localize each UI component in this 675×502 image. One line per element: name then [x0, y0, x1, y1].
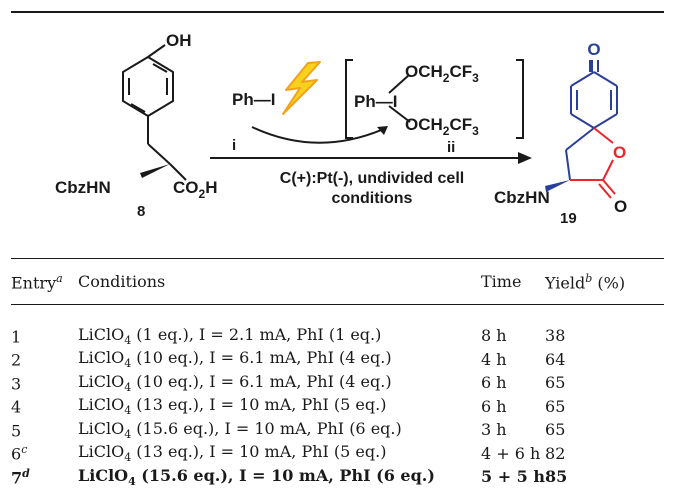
compound-number-19: 19 — [560, 210, 577, 227]
table-row: 3 LiClO4 (10 eq.), I = 6.1 mA, PhI (4 eq.… — [11, 371, 645, 395]
conditions-cell: LiClO4 (10 eq.), I = 6.1 mA, PhI (4 eq.) — [78, 348, 392, 371]
yield-cell: 85 — [545, 467, 568, 487]
header-top-rule — [11, 258, 664, 259]
time-cell: 6 h — [481, 373, 507, 393]
entry-cell: 6c — [11, 443, 28, 464]
entry-cell: 2 — [11, 350, 22, 370]
entry-cell: 5 — [11, 420, 22, 440]
yield-cell: 38 — [545, 326, 566, 346]
tyrosine-structure — [122, 44, 187, 181]
time-cell: 5 + 5 h — [481, 467, 546, 487]
lactone-ring — [570, 127, 616, 199]
conditions-cell: LiClO4 (13 eq.), I = 10 mA, PhI (5 eq.) — [78, 442, 387, 465]
product-cbzhn-label: CbzHN — [494, 188, 550, 207]
reaction-scheme: OH CbzHN CO2H 8 Ph—I i Ph—I OCH2CF3 OCH2… — [55, 31, 627, 227]
cbzhn-label: CbzHN — [55, 178, 111, 197]
header-entry: Entrya — [11, 272, 63, 293]
table-row: 4 LiClO4 (13 eq.), I = 10 mA, PhI (5 eq.)… — [11, 395, 645, 419]
och2cf3-top-label: OCH2CF3 — [405, 62, 479, 85]
oh-label: OH — [166, 31, 192, 50]
och2cf3-bottom-label: OCH2CF3 — [405, 115, 479, 138]
lightning-bolt-icon — [282, 61, 321, 115]
entry-cell: 7d — [11, 466, 30, 487]
conditions-line-2: conditions — [332, 190, 413, 207]
entry-cell: 1 — [11, 326, 22, 346]
table-row: 5 LiClO4 (15.6 eq.), I = 10 mA, PhI (6 eq… — [11, 418, 645, 442]
product-structure — [565, 60, 618, 181]
conditions-cell: LiClO4 (13 eq.), I = 10 mA, PhI (5 eq.) — [78, 395, 387, 418]
time-cell: 8 h — [481, 326, 507, 346]
curved-arrow — [251, 126, 387, 144]
ring-o-label: O — [613, 143, 626, 162]
co2h-label: CO2H — [173, 178, 217, 201]
ketone-o-label: O — [587, 40, 600, 59]
time-cell: 6 h — [481, 396, 507, 416]
time-cell: 4 + 6 h — [481, 443, 541, 463]
time-cell: 4 h — [481, 349, 507, 369]
top-rule — [11, 11, 664, 13]
intermediate-brackets — [345, 59, 524, 139]
header-yield: Yieldb (%) — [545, 272, 626, 293]
header-conditions: Conditions — [78, 272, 166, 291]
conditions-cell: LiClO4 (10 eq.), I = 6.1 mA, PhI (4 eq.) — [78, 371, 392, 394]
intermediate-ii-label: ii — [447, 139, 455, 156]
conditions-cell: LiClO4 (1 eq.), I = 2.1 mA, PhI (1 eq.) — [78, 324, 382, 347]
yield-cell: 65 — [545, 396, 566, 416]
product-stereo-wedge — [545, 180, 570, 192]
entry-cell: 4 — [11, 397, 22, 417]
compound-number-8: 8 — [137, 203, 145, 220]
reagent-i-label: i — [232, 137, 236, 154]
table-row: 1 LiClO4 (1 eq.), I = 2.1 mA, PhI (1 eq.)… — [11, 324, 645, 348]
yield-cell: 82 — [545, 443, 566, 463]
yield-cell: 65 — [545, 373, 566, 393]
yield-cell: 64 — [545, 349, 566, 369]
stereo-wedge — [140, 164, 170, 178]
yield-cell: 65 — [545, 420, 566, 440]
table-row: 2 LiClO4 (10 eq.), I = 6.1 mA, PhI (4 eq.… — [11, 348, 645, 372]
conditions-line-1: C(+):Pt(-), undivided cell — [280, 170, 464, 187]
time-cell: 3 h — [481, 420, 507, 440]
results-table: 1 LiClO4 (1 eq.), I = 2.1 mA, PhI (1 eq.)… — [11, 324, 645, 489]
entry-cell: 3 — [11, 373, 22, 393]
phi-reagent-label: Ph—I — [232, 90, 275, 109]
table-row: 7d LiClO4 (15.6 eq.), I = 10 mA, PhI (6 e… — [11, 465, 645, 489]
conditions-cell: LiClO4 (15.6 eq.), I = 10 mA, PhI (6 eq.… — [78, 418, 402, 441]
header-time: Time — [481, 272, 522, 291]
conditions-cell: LiClO4 (15.6 eq.), I = 10 mA, PhI (6 eq.… — [78, 465, 435, 488]
table-row: 6c LiClO4 (13 eq.), I = 10 mA, PhI (5 eq.… — [11, 442, 645, 466]
lactone-o-label: O — [614, 197, 627, 216]
header-bottom-rule — [11, 304, 664, 305]
ph-i-intermediate-label: Ph—I — [354, 92, 397, 111]
